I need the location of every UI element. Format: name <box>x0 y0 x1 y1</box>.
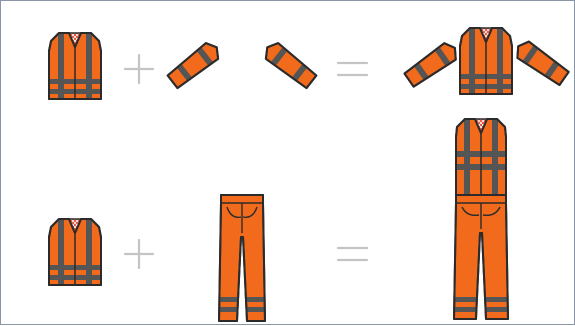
row1-sleeves-icon <box>166 39 317 89</box>
row2-equals-icon <box>338 248 367 260</box>
row2-trousers-icon <box>219 195 265 321</box>
row1-vest-icon <box>49 33 101 99</box>
row1-equals-icon <box>338 63 367 75</box>
row2-vest-icon <box>49 219 101 285</box>
row2-plus-icon <box>125 240 153 268</box>
row1-plus-icon <box>125 55 153 83</box>
row2-coverall-icon <box>454 119 508 319</box>
row1-jacket-icon <box>403 28 569 94</box>
